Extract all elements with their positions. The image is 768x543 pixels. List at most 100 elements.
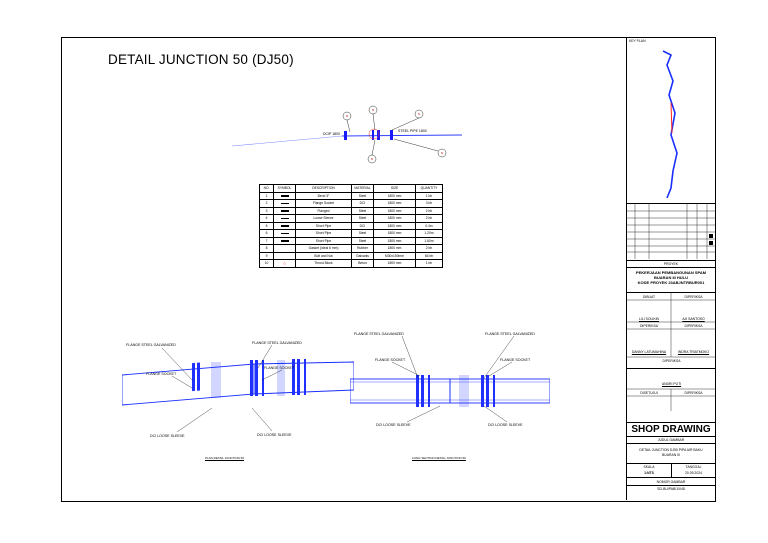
project-info: PEKERJAAN PEMBANGUNAN SPAM BUARAN III HU… [627, 267, 715, 292]
bom-cell: 8 [259, 244, 274, 253]
callout-label: N [346, 114, 348, 118]
pipe-flange-mark [377, 130, 380, 140]
bom-cell: DCI [351, 199, 374, 208]
disetujui-label: DISETUJUI [640, 391, 658, 395]
diperiksa-label: DIPERIKSA [684, 324, 703, 328]
bom-cell: Loose Sleeve [295, 214, 352, 223]
bom-cell: 6 [259, 229, 274, 238]
bom-cell: Flanged [295, 206, 352, 215]
signer-name: INDRA TRIATMOKO [677, 350, 710, 354]
diperiksa-label: DIPERIKSA [684, 391, 703, 395]
bom-cell: 2 bh [415, 244, 443, 253]
pipe-flange-mark [344, 131, 347, 140]
bom-cell: Short Pipe [295, 229, 352, 238]
bom-symbol-short-icon [273, 229, 296, 238]
bom-cell: Bolt and Nut [295, 251, 352, 260]
approval-grid: ANDRI PUTI DISETUJUI DIPERIKSA [627, 368, 716, 411]
project-name: PEKERJAAN PEMBANGUNAN SPAM BUARAN III HU… [635, 270, 707, 280]
signer-name: DANNY LATUMAHINA [631, 350, 667, 354]
title-block: KEY PLAN PROYEK PEKERJAAN PEMBANG [626, 38, 716, 500]
bom-cell: 1 bh [415, 191, 443, 200]
bom-cell: 3 [259, 206, 274, 215]
bom-cell: Steel [351, 206, 374, 215]
bom-cell: 1 bh [415, 259, 443, 268]
bom-cell: 1800 mm [373, 259, 416, 268]
bom-cell: 3 bh [415, 199, 443, 208]
pipe-plan-detail [122, 359, 354, 406]
proyek-label: PROYEK [627, 260, 715, 267]
label-flange-socket: FLANGE SOCKET [375, 358, 406, 362]
callout-label: N [372, 108, 374, 112]
bom-cell: 1800 mm [373, 221, 416, 230]
bom-symbol-thrust-icon: △ [273, 259, 296, 268]
bom-cell: 0.4m [415, 221, 443, 230]
bom-symbol-sleeve-icon [273, 214, 296, 223]
label-flange-socket: FLANGE SOCKET [146, 372, 177, 376]
bom-cell: Gasket (Ideal 6 mm) [295, 244, 352, 253]
label-dci-sleeve: DCI LOOSE SLEEVE [488, 423, 523, 427]
bom-cell: Flange Socket [295, 199, 352, 208]
bom-cell: 1 [259, 191, 274, 200]
bom-cell: 4 [259, 214, 274, 223]
label-flange-galv: FLANGE STEEL GALVANIZED [354, 332, 404, 336]
callout-label: N [441, 151, 443, 155]
tanggal-label: TANGGAL [685, 465, 702, 469]
bom-cell: Steel [351, 191, 374, 200]
bom-symbol-bolt-icon [273, 251, 296, 260]
bom-cell: Bend 3° [295, 191, 352, 200]
pipe-flange-mark [390, 130, 393, 140]
bom-header: SYMBOL [273, 184, 296, 193]
bom-cell: 1800 mm [373, 191, 416, 200]
thrust-block-mark [368, 128, 380, 140]
bom-cell: 2 [259, 199, 274, 208]
judul-text: DETAIL JUNCTION DJ50 PIPA AIR BAKU BUARA… [627, 443, 715, 463]
dibuat-label: DIBUAT [642, 295, 656, 299]
pipe-flange-mark [372, 130, 374, 140]
label-flange-galv: FLANGE STEEL GALVANIZED [485, 332, 535, 336]
plan-label-left: DCIP 1800 [323, 132, 340, 136]
bom-cell: 7 [259, 236, 274, 245]
callout-label: N [371, 157, 373, 161]
nomor-label: NOMOR GAMBAR [627, 477, 715, 485]
drawing-title: DETAIL JUNCTION 50 (DJ50) [108, 52, 294, 67]
project-code: KODE PROYEK 23ABJNTRBUR001 [637, 280, 705, 285]
bom-cell: 1.60m [415, 236, 443, 245]
diperiksa-label: DIPERIKSA [662, 359, 681, 363]
plan-label-right: STEEL PIPE 1800 [398, 129, 427, 133]
bom-symbol-short-icon [273, 221, 296, 230]
label-flange-socket: FLANGE SOCKET [500, 358, 531, 362]
bom-cell: 84 bh [415, 251, 443, 260]
label-dci-sleeve: DCI LOOSE SLEEVE [376, 423, 411, 427]
signature-grid: DIBUAT DIPERIKSA LILI SOLIKIN AJI SANTOS… [627, 292, 716, 368]
drawing-sheet: DETAIL JUNCTION 50 (DJ50) N N N N [61, 37, 716, 502]
bom-header: DESCRIPTION [295, 184, 352, 193]
caption-plan: PLAN DETAIL JUNCTION 50 [205, 456, 245, 460]
label-dci-sleeve: DCI LOOSE SLEEVE [257, 433, 292, 437]
diperiksa-label: DIPERIKSA [639, 324, 659, 328]
bom-cell: 1800 mm [373, 206, 416, 215]
label-flange-socket: FLANGE SOCKET [264, 366, 295, 370]
bom-cell: 9 [259, 251, 274, 260]
bom-header: SIZE [373, 184, 416, 193]
drawing-area: DETAIL JUNCTION 50 (DJ50) N N N N [62, 38, 628, 500]
bom-symbol-gasket-icon [273, 244, 296, 253]
label-flange-galv: FLANGE STEEL GALVANIZED [126, 343, 176, 347]
bom-cell: Galvanis [351, 251, 374, 260]
bom-cell: 2 bh [415, 206, 443, 215]
judul-label: JUDUL GAMBAR [627, 436, 715, 443]
skala-label: SKALA [643, 465, 655, 469]
bom-cell: Steel [351, 214, 374, 223]
bom-cell: Thrust Block [295, 259, 352, 268]
key-plan-label: KEY PLAN [629, 39, 646, 43]
signer-name: ANDRI PUTI [661, 382, 682, 386]
revision-grid [627, 203, 716, 259]
bom-symbol-flanged-icon [273, 206, 296, 215]
bom-cell: 10 [259, 259, 274, 268]
